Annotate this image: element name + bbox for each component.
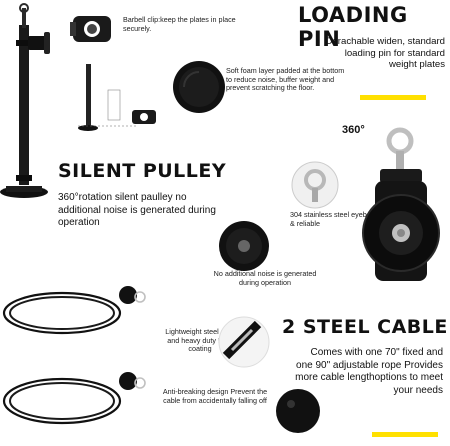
eyebolt-image <box>291 161 339 209</box>
loading-pin-image <box>0 3 50 198</box>
foam-note: Soft foam layer padded at the bottom to … <box>226 66 345 93</box>
steel-cable-heading: 2 STEEL CABLE <box>282 316 448 338</box>
barbell-clip-image <box>70 16 111 42</box>
silent-pulley-description: 360°rotation silent paulley no additiona… <box>58 192 216 228</box>
rotation-badge: 360° <box>342 124 365 136</box>
anti-break-note: Anti-breaking design Prevent the cable f… <box>162 387 268 405</box>
foam-base-image <box>173 61 225 113</box>
barbell-clip-note: Barbell clip:keep the plates in place se… <box>123 15 236 33</box>
loading-pin-accent-bar <box>360 95 426 100</box>
silent-pulley-heading: SILENT PULLEY <box>58 160 227 182</box>
loading-pin-heading: LOADING PIN <box>298 3 408 51</box>
cable-1-image <box>2 286 146 335</box>
eyebolt-note: 304 stainless steel eyebolt,Sturdy & rel… <box>290 210 398 228</box>
pulley-image <box>362 127 440 281</box>
cord-note: Lightweight steel cord and heavy duty PV… <box>165 327 235 354</box>
ball-stopper-closeup <box>276 389 320 433</box>
steel-cable-description: Comes with one 70" fixed and one 90" adj… <box>295 347 443 396</box>
steel-cable-accent-bar <box>372 432 438 437</box>
cable-2-image <box>2 372 146 425</box>
loading-pin-description: Derachable widen, standard loading pin f… <box>325 36 445 70</box>
small-pin-image <box>78 64 156 131</box>
noise-note: No additional noise is generated during … <box>213 269 317 287</box>
pulley-wheel-closeup <box>219 221 269 271</box>
cable-crosssection-image <box>218 316 270 368</box>
